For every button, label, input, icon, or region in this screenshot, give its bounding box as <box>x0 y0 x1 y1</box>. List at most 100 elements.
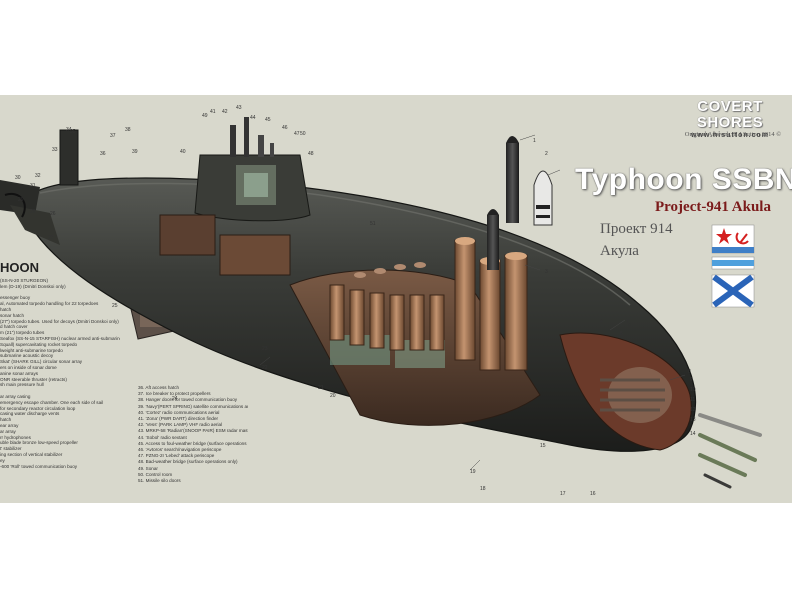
callout-number: 40 <box>180 149 186 155</box>
legend-item: Skat' (SHARK GILL) circular sonar array <box>0 359 83 365</box>
soviet-navy-flag-icon <box>711 224 755 254</box>
callout-number: 8 <box>688 369 691 375</box>
legend-item: hatch <box>0 306 12 312</box>
callout-number: 1 <box>533 138 536 144</box>
legend-heading: HOON <box>0 260 39 275</box>
callout-number: 16 <box>590 491 596 497</box>
callout-number: 15 <box>540 443 546 449</box>
legend-item: 41. 'Zona' (PWR DART) direction finder <box>138 416 219 422</box>
covert-shores-logo: COVERT SHORES www.hisutton.com <box>672 98 788 140</box>
callout-number: 42 <box>222 109 228 115</box>
missile-silos <box>329 237 528 371</box>
legend-item: al, Automated torpedo handling for 22 to… <box>0 301 99 307</box>
legend-item: rr hydrophones <box>0 434 31 440</box>
legend-item: 51. Missile silo doors <box>138 478 181 484</box>
legend-item: lweight anti-submarine torpedo <box>0 347 63 353</box>
callout-number: 38 <box>125 127 131 133</box>
callout-number: 39 <box>132 149 138 155</box>
callout-number: 33 <box>52 147 58 153</box>
legend-item: 36. Aft access hatch <box>138 385 180 390</box>
tail-assembly <box>0 129 79 245</box>
legend-item: m (21") torpedo tubes <box>0 330 45 336</box>
callout-lines <box>259 134 686 471</box>
naval-jack-blue-stripe-icon <box>711 256 755 270</box>
legend-item: anine sonar arrays <box>0 370 39 376</box>
legend-item: 40. 'Cortez' radio communications aerial <box>138 409 220 415</box>
callout-number: 20 <box>330 393 336 399</box>
legend-item: 50. Control room <box>138 471 173 477</box>
legend-item: sh main pressure hull <box>0 382 44 388</box>
callout-number: 22 <box>262 365 268 371</box>
brand-url: www.hisutton.com <box>691 132 769 139</box>
callout-number: 41 <box>210 109 216 115</box>
hammer-sickle-icon <box>735 232 749 245</box>
callout-number: 26 <box>50 211 56 217</box>
callout-number: 46 <box>282 125 288 131</box>
callout-number: 32 <box>35 173 41 179</box>
legend-item: 48. Bad-weather bridge (surface operatio… <box>138 459 238 465</box>
callout-number: 23 <box>262 346 268 352</box>
legend-item: 49. Sonar <box>138 465 158 471</box>
callout-number: 24 <box>172 396 178 402</box>
torpedo-display <box>698 413 762 489</box>
callout-number: 6 <box>628 323 631 329</box>
legend-item: 44. 'Sobol' radio sextant <box>138 434 187 440</box>
callout-number: 18 <box>480 486 486 492</box>
legend-item: hatch <box>0 417 12 423</box>
legend-item: 38. Hanger doors for towed communication… <box>138 397 238 403</box>
legend-item: ers on inside of sonar dome <box>0 364 57 370</box>
legend-item: sonar hatch <box>0 312 25 318</box>
callout-number: 10 <box>690 387 696 393</box>
legend-item: ar array casing <box>0 393 31 399</box>
missile-reentry-vehicle <box>533 170 553 226</box>
callout-number: 43 <box>236 105 242 111</box>
legend-item: (27") torpedo tubes. Used for decoys (Dm… <box>0 318 119 324</box>
legend-item: 46. 'Avtoros' search/navigation periscop… <box>138 447 222 453</box>
legend-item: casing water discharge vents <box>0 411 60 417</box>
callout-number: 51 <box>370 221 376 227</box>
legend-item: ey <box>0 457 5 463</box>
legend-item: 43. MRKP-58 'Radian'(SNOOP PAIR) ESM rad… <box>138 428 248 434</box>
callout-number: 19 <box>470 469 476 475</box>
callout-number: 3 <box>545 269 548 275</box>
callout-number: 30 <box>15 175 21 181</box>
callout-number: 12 <box>690 407 696 413</box>
callout-number: 14 <box>690 431 696 437</box>
callout-number: 47 <box>294 131 300 137</box>
poster-title: Typhoon SSBN <box>575 163 792 196</box>
bow-section <box>559 332 692 451</box>
brand-logo-text: COVERT SHORES <box>696 98 764 131</box>
callout-number: 44 <box>250 115 256 121</box>
legend-item: 47. PZNG-2I 'Lebed' attack periscope <box>138 453 215 459</box>
typhoon-cutaway-illustration <box>0 117 762 489</box>
callout-number: 49 <box>202 113 208 119</box>
callout-number: 11 <box>690 397 695 403</box>
legend-item: emergency escape chamber. One each side … <box>0 399 104 405</box>
callout-number: 27 <box>48 235 54 241</box>
st-andrew-ensign-icon <box>711 274 755 308</box>
missiles <box>487 136 553 270</box>
callout-number: 36 <box>100 151 106 157</box>
callout-number: 29 <box>18 197 24 203</box>
legend-item: (SS-N-20 STURGEON) <box>0 278 48 283</box>
callout-number: 21 <box>318 385 324 391</box>
legend-list-left: (SS-N-20 STURGEON)lem (D-19) (Dmitri Don… <box>0 278 120 469</box>
callout-number: 34 <box>66 127 72 133</box>
callout-number: 5 <box>620 331 623 337</box>
legend-item: uble blade bronze low-speed propeller <box>0 440 78 446</box>
legend-item: submarine acoustic decoy <box>0 353 54 359</box>
callout-number: 13 <box>690 417 696 423</box>
legend-item: ar array <box>0 428 16 434</box>
legend-item: d hatch cover <box>0 324 28 330</box>
legend-item: for secondary reactor circulation loop <box>0 405 76 411</box>
russian-name-label: Акула <box>600 243 639 259</box>
legend-item: 39. 'Navy'(PERT SPRING) satellite commun… <box>138 403 248 409</box>
callout-number: 45 <box>265 117 271 123</box>
legend-item: essenger buoy <box>0 295 31 301</box>
callout-number: 50 <box>300 131 306 137</box>
legend-item: Seafox (SS-N-15 STARFISH) nuclear armed … <box>0 335 120 341</box>
cutaway-poster: COVERT SHORES www.hisutton.com Original … <box>0 95 792 503</box>
callout-number: 7 <box>626 319 629 325</box>
callout-number: 28 <box>30 209 36 215</box>
